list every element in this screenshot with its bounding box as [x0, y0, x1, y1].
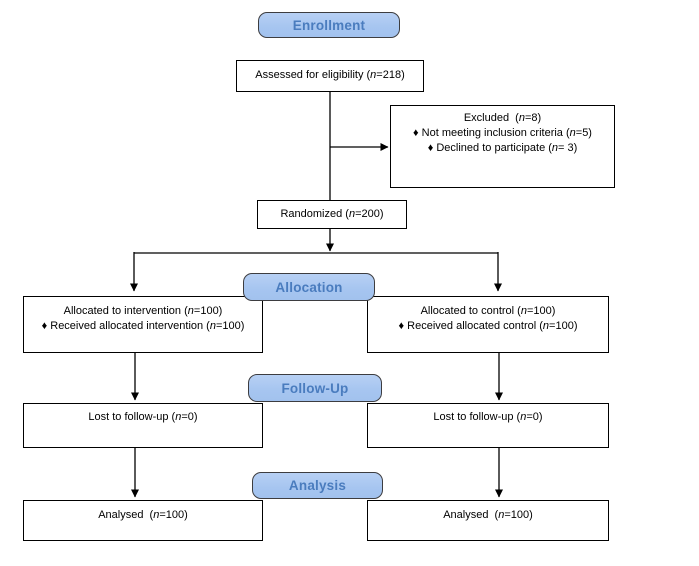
stage-allocation: Allocation: [243, 273, 375, 301]
allocation-control-line: ♦ Received allocated control (n=100): [398, 320, 578, 332]
analysis-control-box: Analysed (n=100): [367, 500, 609, 541]
excluded-line: ♦ Declined to participate (n= 3): [427, 142, 578, 154]
follow-up-control-box: Lost to follow-up (n=0): [367, 403, 609, 448]
analysis-intervention-text: Analysed (n=100): [98, 509, 188, 521]
randomized-box: Randomized (n=200): [257, 200, 407, 229]
stage-enrollment: Enrollment: [258, 12, 400, 38]
assessed-box: Assessed for eligibility (n=218): [236, 60, 424, 92]
assessed-text: Assessed for eligibility (n=218): [255, 69, 405, 81]
stage-analysis: Analysis: [252, 472, 383, 499]
stage-follow-up: Follow-Up: [248, 374, 382, 402]
excluded-line: Excluded (n=8): [463, 112, 542, 124]
analysis-intervention-box: Analysed (n=100): [23, 500, 263, 541]
allocation-control-line: Allocated to control (n=100): [420, 305, 556, 317]
follow-up-intervention-box: Lost to follow-up (n=0): [23, 403, 263, 448]
analysis-control-text: Analysed (n=100): [443, 509, 533, 521]
follow-up-control-text: Lost to follow-up (n=0): [433, 411, 543, 423]
allocation-control-box: Allocated to control (n=100) ♦ Received …: [367, 296, 609, 353]
allocation-intervention-box: Allocated to intervention (n=100) ♦ Rece…: [23, 296, 263, 353]
randomized-text: Randomized (n=200): [280, 208, 384, 220]
allocation-intervention-line: Allocated to intervention (n=100): [63, 305, 223, 317]
excluded-line: ♦ Not meeting inclusion criteria (n=5): [413, 127, 592, 139]
follow-up-intervention-text: Lost to follow-up (n=0): [88, 411, 198, 423]
allocation-intervention-line: ♦ Received allocated intervention (n=100…: [41, 320, 245, 332]
excluded-box: Excluded (n=8) ♦ Not meeting inclusion c…: [390, 105, 615, 188]
